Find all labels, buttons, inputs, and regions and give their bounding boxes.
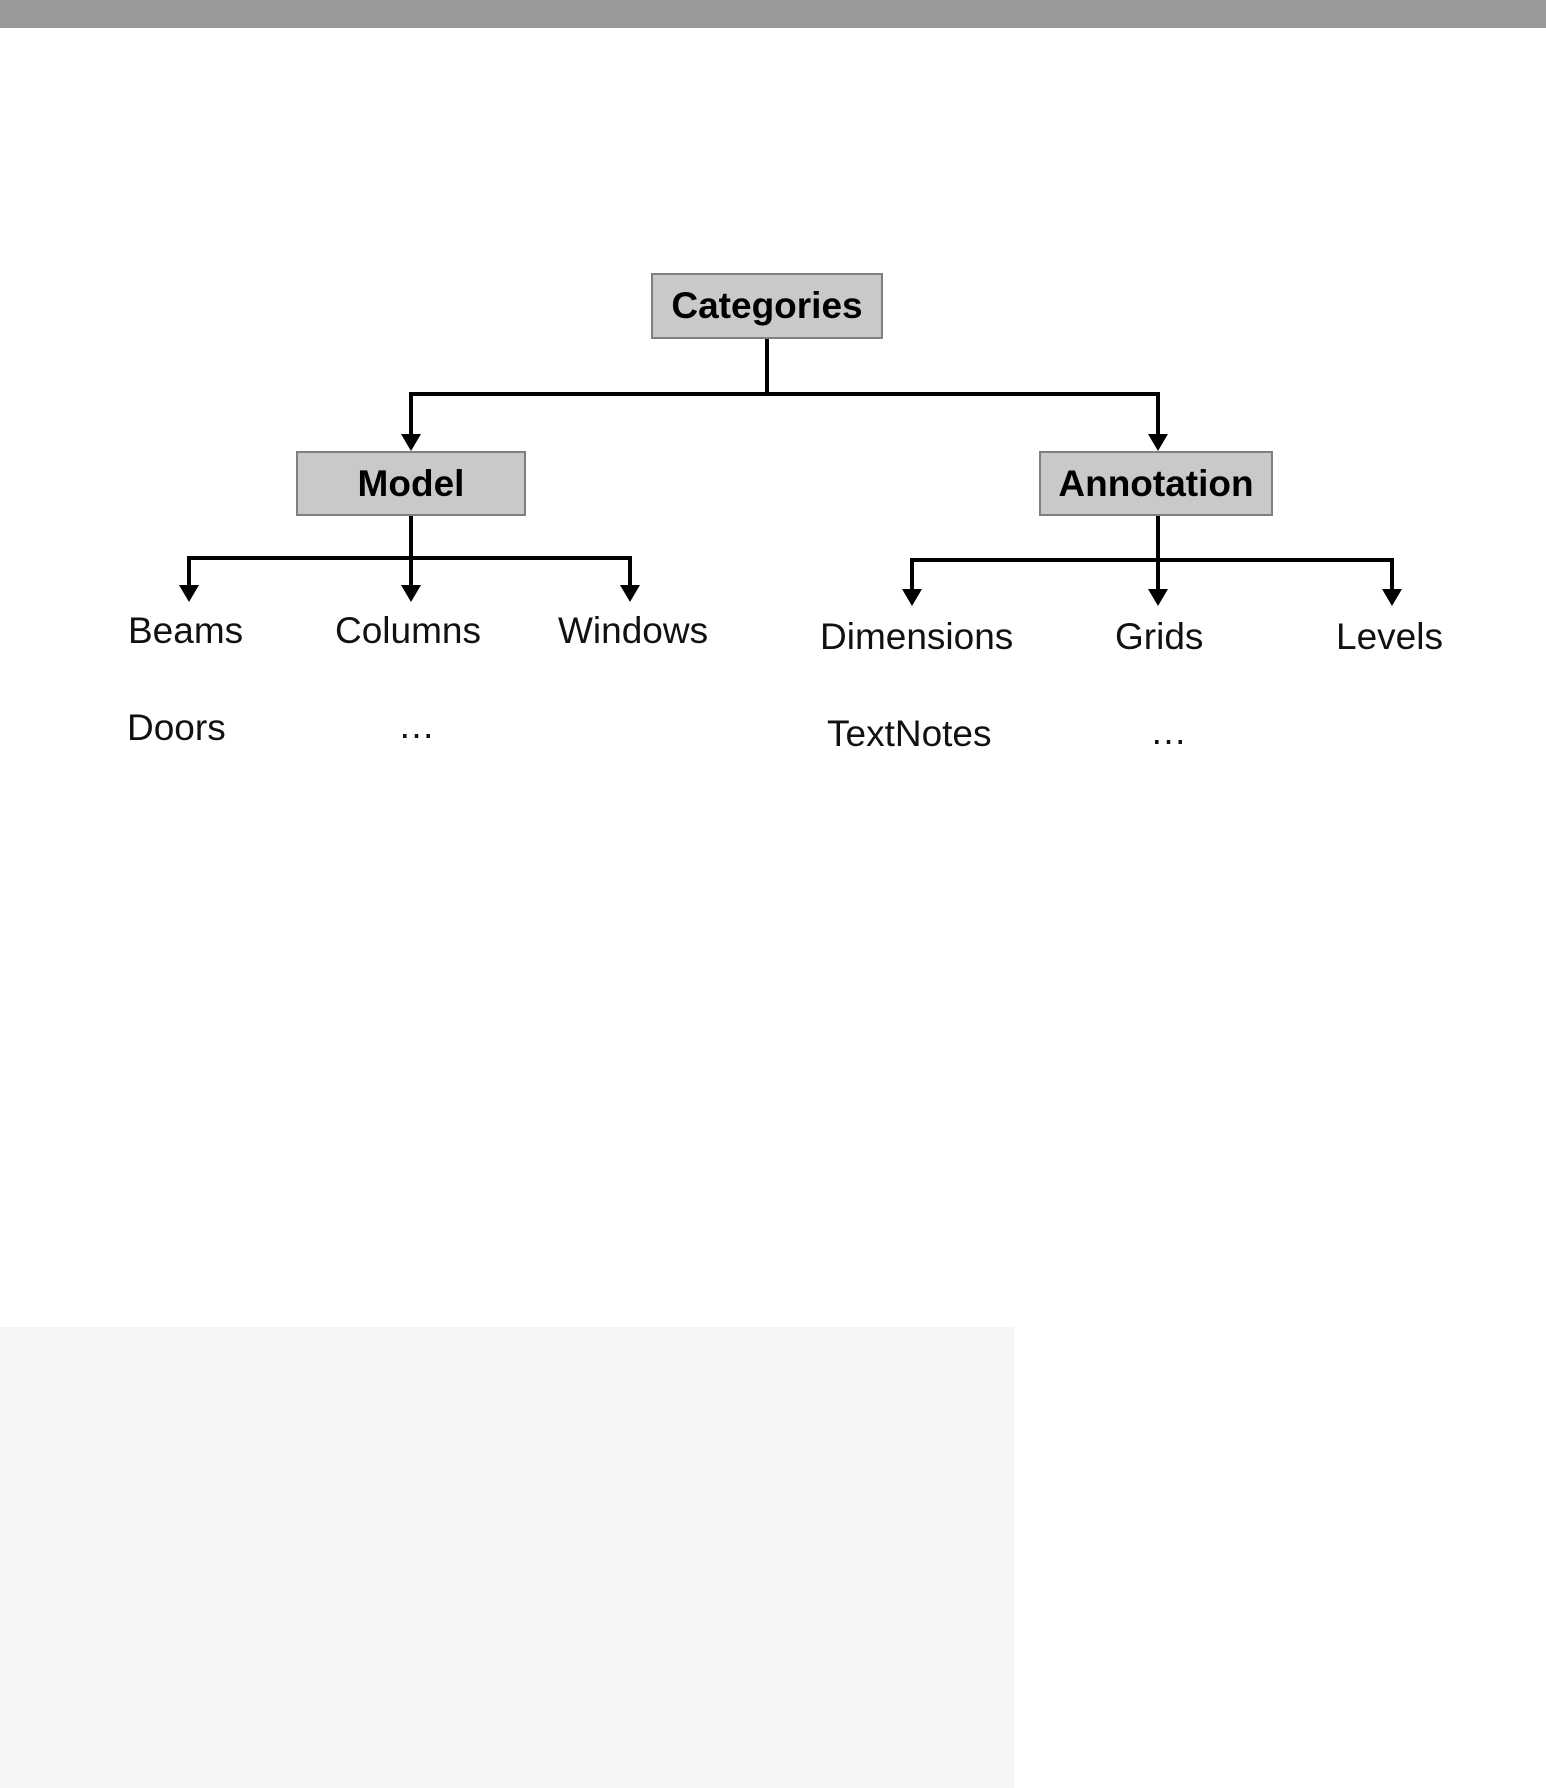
node-model-label: Model [357,462,465,504]
arrow-down-icon [401,585,421,602]
connector-annotation-stem [1156,516,1160,590]
node-categories-label: Categories [671,285,863,326]
leaf-label-doors: Doors [127,707,226,748]
leaf-label-levels: Levels [1336,616,1443,657]
connector-model-drop [409,392,413,436]
connector-dimensions-drop [910,558,914,591]
connector-annotation-horizontal [910,558,1394,562]
node-categories: Categories [651,273,883,339]
arrow-down-icon [1382,589,1402,606]
leaf-label-textnotes: TextNotes [827,713,992,754]
connector-annotation-drop [1156,392,1160,436]
connector-windows-drop [628,556,632,587]
leaf-label-annotation-ellipsis: … [1150,711,1187,752]
arrow-down-icon [1148,589,1168,606]
node-model: Model [296,451,526,516]
connector-top-horizontal [409,392,1160,396]
arrow-down-icon [179,585,199,602]
connector-model-horizontal [187,556,632,560]
top-bar [0,0,1546,28]
connector-root-stem [765,339,769,396]
leaf-label-grids: Grids [1115,616,1204,657]
leaf-label-windows: Windows [558,610,709,651]
connector-model-stem [409,516,413,586]
arrow-down-icon [401,434,421,451]
arrow-down-icon [902,589,922,606]
leaf-label-model-ellipsis: … [398,705,435,746]
node-annotation: Annotation [1039,451,1273,516]
connector-levels-drop [1390,558,1394,591]
leaf-label-columns: Columns [335,610,481,651]
leaf-label-dimensions: Dimensions [820,616,1014,657]
leaf-label-beams: Beams [128,610,244,651]
connector-beams-drop [187,556,191,587]
node-annotation-label: Annotation [1058,462,1254,504]
bottom-panel [0,1327,1014,1788]
arrow-down-icon [620,585,640,602]
arrow-down-icon [1148,434,1168,451]
